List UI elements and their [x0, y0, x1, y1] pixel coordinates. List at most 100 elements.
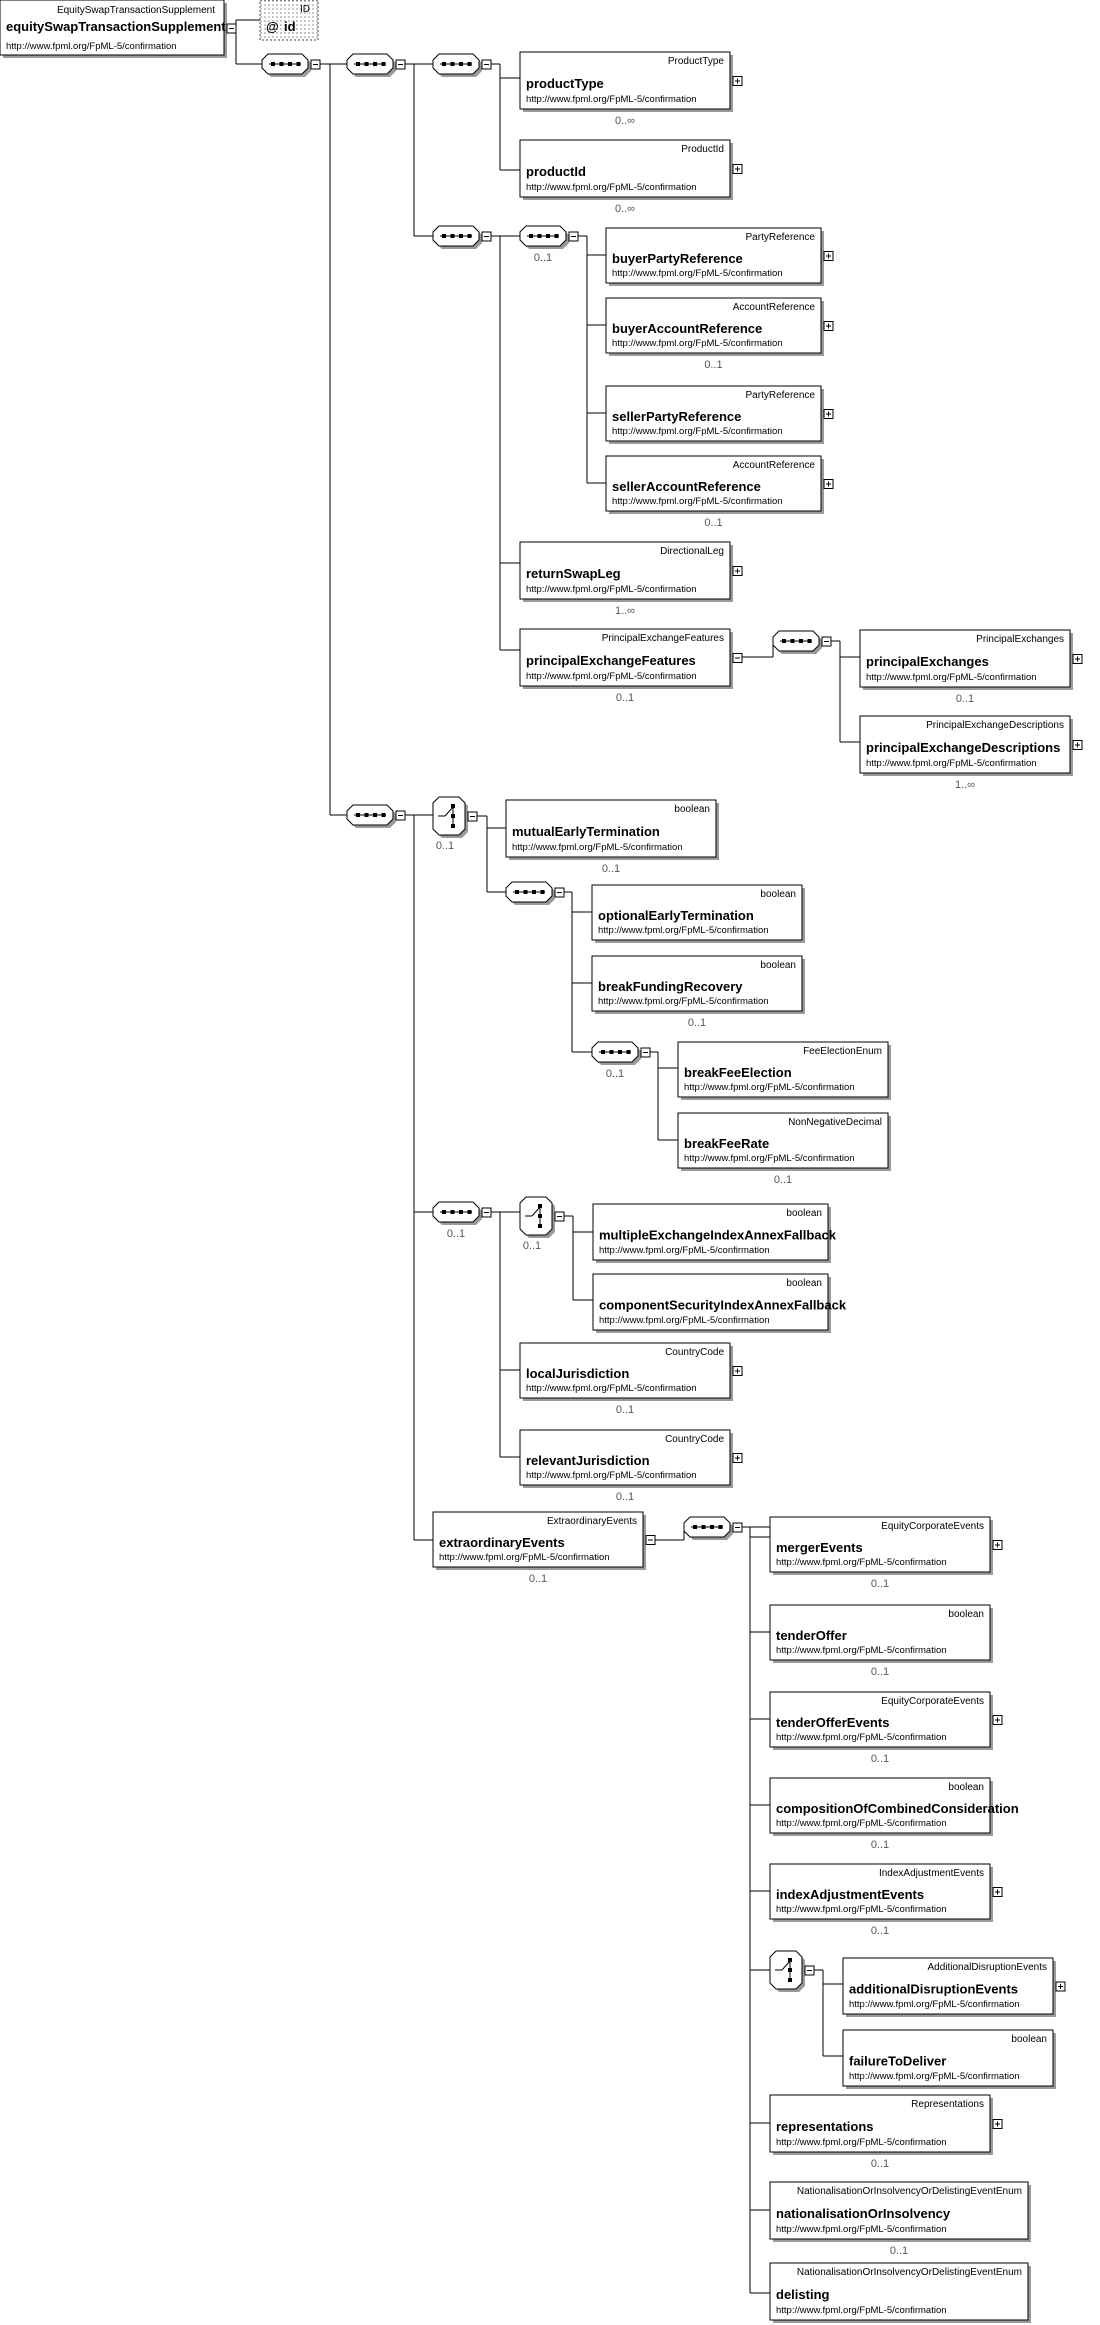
buyerAccountReference-expand-icon[interactable]: [823, 321, 834, 331]
sequence-EE[interactable]: [683, 1516, 733, 1540]
sequence-PE[interactable]: [772, 630, 822, 654]
element-delisting[interactable]: NationalisationOrInsolvencyOrDelistingEv…: [769, 2262, 1031, 2325]
element-localJurisdiction[interactable]: CountryCodelocalJurisdictionhttp://www.f…: [519, 1342, 733, 1416]
element-breakFundingRecovery[interactable]: booleanbreakFundingRecoveryhttp://www.fp…: [591, 955, 805, 1029]
indexAdjustmentEvents-expand-icon[interactable]: [992, 1887, 1003, 1897]
representations-expand-icon[interactable]: [992, 2119, 1003, 2129]
element-representations[interactable]: Representationsrepresentationshttp://www…: [769, 2094, 993, 2170]
sequence-B2[interactable]: 0..1: [519, 225, 569, 264]
tenderOffer-cardinality: 0..1: [871, 1666, 889, 1678]
sequence-A2-collapse-icon[interactable]: [481, 231, 492, 242]
sequence-C2-collapse-icon[interactable]: [481, 1207, 492, 1218]
choice-EEx-collapse-icon[interactable]: [804, 1965, 815, 1976]
choice-C2x-collapse-icon[interactable]: [554, 1211, 565, 1222]
tenderOfferEvents-expand-icon[interactable]: [992, 1715, 1003, 1725]
sequence-A1[interactable]: [432, 53, 482, 77]
sellerAccountReference-expand-icon[interactable]: [823, 479, 834, 489]
localJurisdiction-expand-icon[interactable]: [732, 1366, 743, 1376]
element-breakFeeElection[interactable]: FeeElectionEnumbreakFeeElectionhttp://ww…: [677, 1041, 891, 1100]
sequence-C2[interactable]: 0..1: [432, 1201, 482, 1240]
principalExchangeDescriptions-expand-icon[interactable]: [1072, 740, 1083, 750]
principalExchangeFeatures-collapse-icon[interactable]: [732, 653, 743, 663]
breakFundingRecovery-type-label: boolean: [760, 960, 796, 971]
multipleExchangeIndexAnnexFallback-type-label: boolean: [786, 1208, 822, 1219]
returnSwapLeg-expand-icon[interactable]: [732, 566, 743, 576]
element-sellerAccountReference[interactable]: AccountReferencesellerAccountReferenceht…: [605, 455, 824, 529]
element-optionalEarlyTermination[interactable]: booleanoptionalEarlyTerminationhttp://ww…: [591, 884, 805, 943]
buyerPartyReference-expand-icon[interactable]: [823, 251, 834, 261]
nationalisationOrInsolvency-type-label: NationalisationOrInsolvencyOrDelistingEv…: [797, 2186, 1022, 2197]
sequence-C[interactable]: [346, 804, 396, 828]
element-buyerPartyReference[interactable]: PartyReferencebuyerPartyReferencehttp://…: [605, 227, 824, 286]
element-principalExchanges[interactable]: PrincipalExchangesprincipalExchangeshttp…: [859, 629, 1073, 705]
element-mutualEarlyTermination[interactable]: booleanmutualEarlyTerminationhttp://www.…: [505, 799, 719, 875]
sequence-EE-collapse-icon[interactable]: [732, 1522, 743, 1533]
element-principalExchangeFeatures[interactable]: PrincipalExchangeFeaturesprincipalExchan…: [519, 628, 733, 704]
mergerEvents-name-label: mergerEvents: [776, 1540, 863, 1555]
choice-EEx[interactable]: [769, 1950, 805, 1992]
sequence-main[interactable]: [261, 53, 311, 77]
optionalEarlyTermination-name-label: optionalEarlyTermination: [598, 908, 754, 923]
relevantJurisdiction-expand-icon[interactable]: [732, 1453, 743, 1463]
choice-C1-collapse-icon[interactable]: [467, 811, 478, 822]
sequence-PE-collapse-icon[interactable]: [821, 636, 832, 647]
element-returnSwapLeg[interactable]: DirectionalLegreturnSwapLeghttp://www.fp…: [519, 541, 733, 617]
sequence-A[interactable]: [346, 53, 396, 77]
sequence-C1b-collapse-icon[interactable]: [554, 887, 565, 898]
sequence-fee-collapse-icon[interactable]: [640, 1047, 651, 1058]
indexAdjustmentEvents-name-label: indexAdjustmentEvents: [776, 1887, 924, 1902]
sequence-C-collapse-icon[interactable]: [395, 810, 406, 821]
choice-C2x[interactable]: 0..1: [519, 1196, 555, 1252]
productType-name-label: productType: [526, 76, 604, 91]
sequence-main-collapse-icon[interactable]: [310, 59, 321, 70]
representations-namespace-label: http://www.fpml.org/FpML-5/confirmation: [776, 2137, 947, 2148]
extraordinaryEvents-collapse-icon[interactable]: [645, 1535, 656, 1545]
sequence-B2-cardinality: 0..1: [534, 252, 552, 264]
principalExchanges-type-label: PrincipalExchanges: [976, 634, 1064, 645]
principalExchangeFeatures-type-label: PrincipalExchangeFeatures: [602, 633, 724, 644]
element-indexAdjustmentEvents[interactable]: IndexAdjustmentEventsindexAdjustmentEven…: [769, 1863, 993, 1937]
element-productType[interactable]: ProductTypeproductTypehttp://www.fpml.or…: [519, 51, 733, 127]
element-buyerAccountReference[interactable]: AccountReferencebuyerAccountReferencehtt…: [605, 297, 824, 371]
productId-expand-icon[interactable]: [732, 164, 743, 174]
principalExchanges-expand-icon[interactable]: [1072, 654, 1083, 664]
principalExchangeFeatures-cardinality: 0..1: [616, 692, 634, 704]
element-productId[interactable]: ProductIdproductIdhttp://www.fpml.org/Fp…: [519, 139, 733, 215]
element-multipleExchangeIndexAnnexFallback[interactable]: boolean multipleExchangeIndexAnnexFallbac…: [592, 1203, 837, 1263]
multipleExchangeIndexAnnexFallback-name-label: multipleExchangeIndexAnnexFallback: [599, 1227, 837, 1242]
extraordinaryEvents-namespace-label: http://www.fpml.org/FpML-5/confirmation: [439, 1552, 610, 1563]
sequence-A1-collapse-icon[interactable]: [481, 59, 492, 70]
element-nationalisationOrInsolvency[interactable]: NationalisationOrInsolvencyOrDelistingEv…: [769, 2181, 1031, 2257]
element-breakFeeRate[interactable]: NonNegativeDecimalbreakFeeRatehttp://www…: [677, 1112, 891, 1186]
failureToDeliver-name-label: failureToDeliver: [849, 2053, 946, 2068]
productType-expand-icon[interactable]: [732, 76, 743, 86]
sellerPartyReference-name-label: sellerPartyReference: [612, 409, 741, 424]
element-tenderOffer[interactable]: booleantenderOfferhttp://www.fpml.org/Fp…: [769, 1604, 993, 1678]
sequence-A-collapse-icon[interactable]: [395, 59, 406, 70]
attribute-id[interactable]: ID@id: [259, 0, 319, 41]
additionalDisruptionEvents-expand-icon[interactable]: [1055, 1981, 1066, 1992]
element-componentSecurityIndexAnnexFallback[interactable]: booleancomponentSecurityIndexAnnexFallba…: [592, 1273, 847, 1333]
element-compositionOfCombinedConsideration[interactable]: booleancompositionOfCombinedConsideratio…: [769, 1777, 1019, 1851]
root-element[interactable]: EquitySwapTransactionSupplementequitySwa…: [0, 0, 227, 58]
element-extraordinaryEvents[interactable]: ExtraordinaryEventsextraordinaryEventsht…: [432, 1511, 646, 1585]
element-sellerPartyReference[interactable]: PartyReferencesellerPartyReferencehttp:/…: [605, 385, 824, 444]
element-mergerEvents[interactable]: EquityCorporateEventsmergerEventshttp://…: [769, 1516, 993, 1590]
choice-C1[interactable]: 0..1: [432, 796, 468, 852]
element-principalExchangeDescriptions[interactable]: PrincipalExchangeDescriptionsprincipalEx…: [859, 715, 1073, 791]
mergerEvents-expand-icon[interactable]: [992, 1540, 1003, 1550]
sequence-C1b[interactable]: [505, 881, 555, 905]
sequence-A2[interactable]: [432, 225, 482, 249]
root-collapse-icon[interactable]: [226, 23, 237, 34]
sequence-B2-collapse-icon[interactable]: [568, 231, 579, 242]
sequence-C2-cardinality: 0..1: [447, 1228, 465, 1240]
element-additionalDisruptionEvents[interactable]: AdditionalDisruptionEventsadditionalDisr…: [842, 1957, 1056, 2017]
relevantJurisdiction-type-label: CountryCode: [665, 1434, 724, 1445]
element-failureToDeliver[interactable]: booleanfailureToDeliverhttp://www.fpml.o…: [842, 2029, 1056, 2089]
sequence-fee[interactable]: 0..1: [591, 1041, 641, 1080]
element-tenderOfferEvents[interactable]: EquityCorporateEventstenderOfferEventsht…: [769, 1691, 993, 1765]
element-relevantJurisdiction[interactable]: CountryCoderelevantJurisdictionhttp://ww…: [519, 1429, 733, 1503]
sellerPartyReference-expand-icon[interactable]: [823, 409, 834, 419]
optionalEarlyTermination-type-label: boolean: [760, 889, 796, 900]
